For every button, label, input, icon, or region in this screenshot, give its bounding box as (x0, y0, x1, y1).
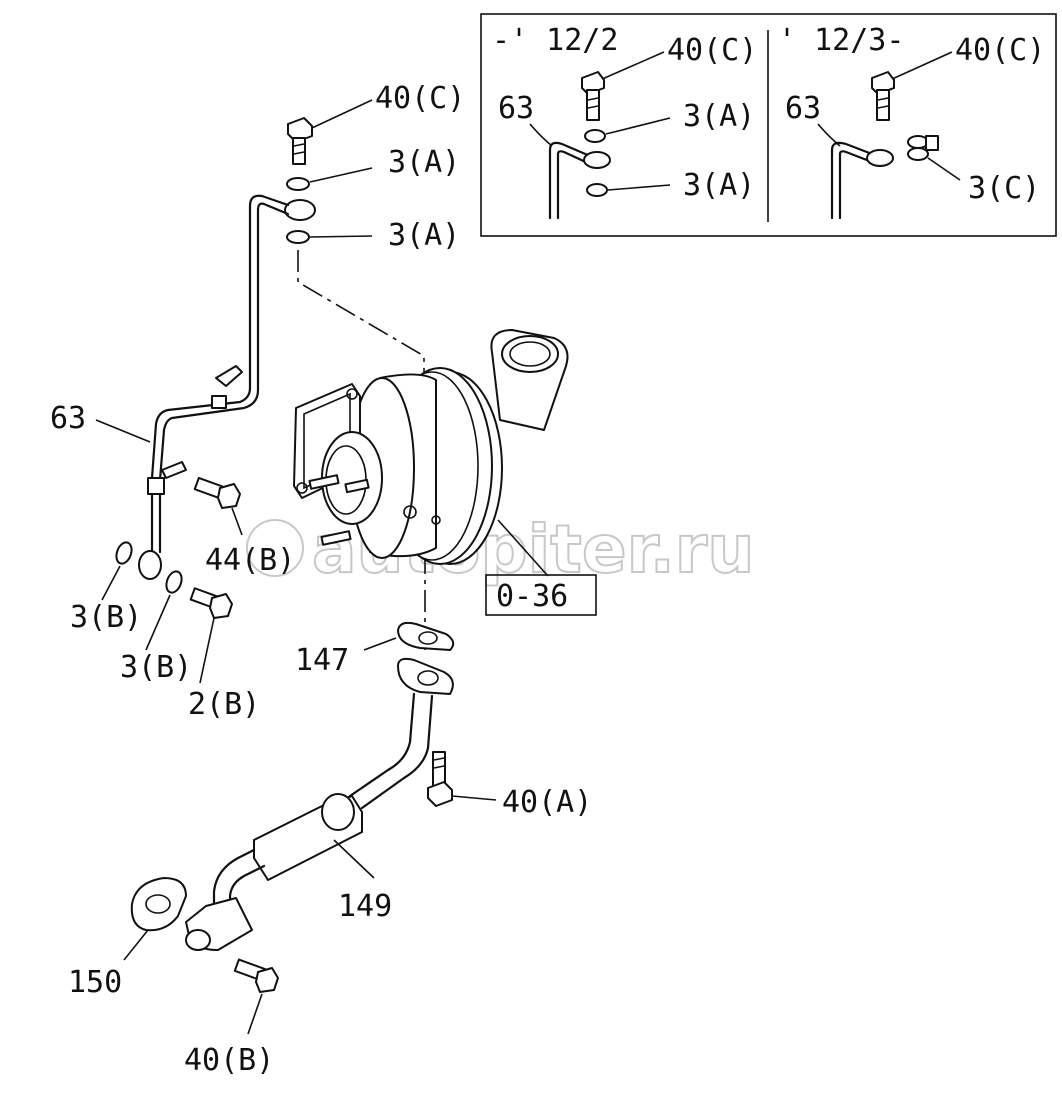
leader-line (311, 99, 373, 129)
leader-line (123, 929, 149, 961)
clip-washer-icon (907, 135, 939, 161)
washer-icon (584, 129, 606, 143)
oil-feed-pipe (138, 194, 290, 580)
label-ref-0-36: 0-36 (496, 579, 568, 614)
leader-line (363, 637, 397, 651)
label-3b-2: 3(B) (120, 650, 192, 685)
label-150: 150 (68, 965, 122, 1000)
bolt-icon (581, 71, 605, 121)
eye-fitting-icon (583, 151, 611, 169)
washer-icon (286, 230, 310, 244)
bolt-40b-icon (233, 958, 279, 993)
leader-line (451, 795, 497, 801)
leader-line (529, 123, 553, 147)
inset-left-label: -' 12/2 (492, 23, 618, 58)
label-40a: 40(A) (502, 785, 592, 820)
inset-frame (480, 13, 1057, 237)
label-40c: 40(C) (375, 81, 465, 116)
label-44b: 44(B) (205, 543, 295, 578)
leader-line (247, 993, 263, 1035)
eye-fitting-icon (284, 199, 316, 221)
inset-left-63-label: 63 (498, 91, 534, 126)
label-2b: 2(B) (188, 687, 260, 722)
banjo-bolt-icon (287, 117, 313, 165)
reference-box (485, 574, 597, 616)
bolt-2b-icon (189, 587, 233, 619)
label-3b-1: 3(B) (70, 600, 142, 635)
leader-line (607, 184, 671, 191)
leader-line (817, 123, 841, 147)
gasket-150-icon (130, 877, 187, 932)
eye-fitting-icon (138, 550, 162, 580)
pipe-clip (211, 395, 227, 409)
bolt-44b-icon (193, 476, 241, 509)
leader-line (333, 839, 375, 879)
leader-line (95, 419, 151, 443)
inset-left-40c-label: 40(C) (667, 33, 757, 68)
leader-line (605, 117, 671, 135)
inset-right-3c-label: 3(C) (968, 171, 1040, 206)
washer-icon (286, 177, 310, 191)
bolt-icon (871, 71, 895, 121)
pipe-clip (215, 365, 243, 387)
leader-line (199, 617, 215, 684)
eye-fitting-icon (866, 149, 894, 167)
label-149: 149 (338, 889, 392, 924)
leader-line (927, 157, 961, 181)
oil-return-pipe (185, 657, 454, 951)
oil-pipe-part-63 (830, 141, 874, 220)
washer-icon (115, 541, 133, 565)
label-3a-upper: 3(A) (388, 145, 460, 180)
leader-line (101, 565, 121, 601)
leader-line (889, 51, 953, 81)
oil-pipe-part-63 (548, 141, 592, 220)
inset-left-3a-upper-label: 3(A) (683, 99, 755, 134)
pipe-sleeve (147, 477, 165, 495)
bolt-40a-icon (427, 751, 453, 807)
leader-line (309, 235, 373, 238)
inset-left-3a-lower-label: 3(A) (683, 168, 755, 203)
label-40b: 40(B) (184, 1043, 274, 1078)
inset-right-40c-label: 40(C) (955, 33, 1045, 68)
inset-right-63-label: 63 (785, 91, 821, 126)
leader-line (231, 507, 243, 536)
turbocharger-icon (293, 329, 569, 565)
washer-icon (586, 183, 608, 197)
inset-box: -' 12/2 ' 12/3- 40(C) 63 3(A) 3(A) 40(C) (480, 13, 1057, 237)
leader-line (309, 167, 373, 183)
label-3a-lower: 3(A) (388, 218, 460, 253)
label-63: 63 (50, 401, 86, 436)
gasket-147-icon (397, 621, 455, 651)
leader-line (145, 594, 171, 651)
bracket (161, 461, 187, 479)
leader-line (497, 519, 549, 577)
label-147: 147 (295, 643, 349, 678)
inset-right-label: ' 12/3- (778, 23, 904, 58)
washer-icon (165, 570, 183, 594)
leader-line (599, 51, 665, 81)
